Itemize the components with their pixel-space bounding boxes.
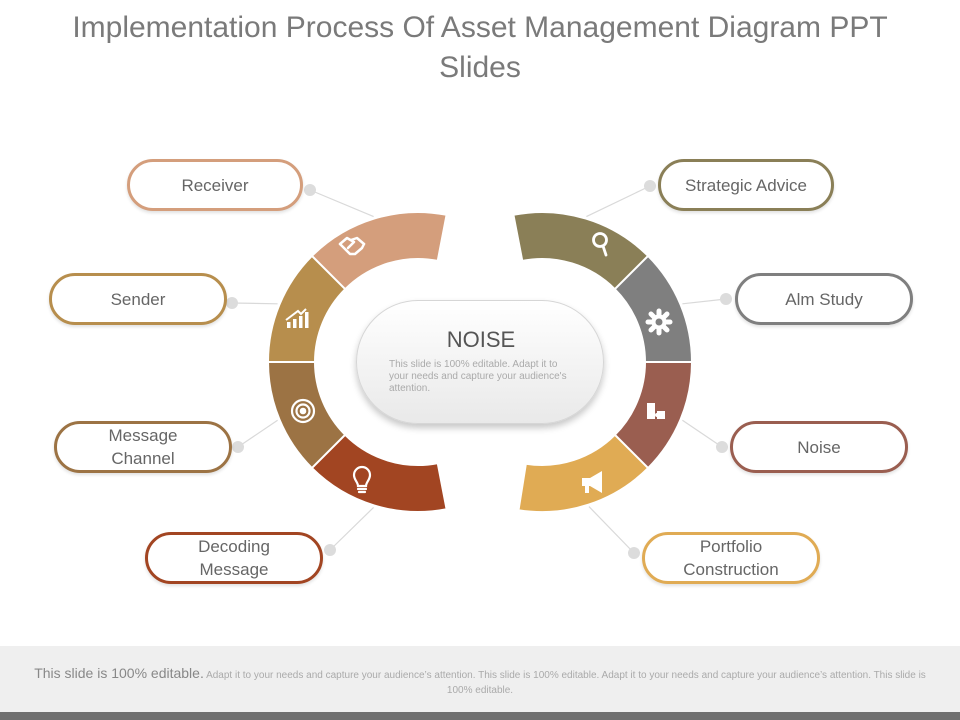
strategic-advice-connector-dot xyxy=(644,180,656,192)
strategic-advice-label: Strategic Advice xyxy=(658,159,834,211)
receiver-text: Receiver xyxy=(181,175,249,195)
alm-study-connector xyxy=(682,298,727,305)
decoding-message-connector-dot xyxy=(324,544,336,556)
center-noise-box: NOISE This slide is 100% editable. Adapt… xyxy=(356,300,604,424)
strategic-advice-text: Strategic Advice xyxy=(685,175,807,195)
noise-connector-dot xyxy=(716,441,728,453)
puzzle-icon xyxy=(647,403,665,419)
decoding-message-connector xyxy=(329,506,375,551)
message-channel-label: Message Channel xyxy=(54,421,232,473)
bottom-bar xyxy=(0,712,960,720)
segment-icons xyxy=(285,232,673,494)
target-icon xyxy=(290,398,316,424)
noise-connector xyxy=(682,419,723,448)
megaphone-icon xyxy=(582,471,602,493)
footer-text: This slide is 100% editable. Adapt it to… xyxy=(30,666,930,698)
sender-connector xyxy=(231,302,278,305)
message-channel-connector xyxy=(237,419,278,448)
handshake-icon xyxy=(338,236,366,256)
portfolio-construction-label: Portfolio Construction xyxy=(642,532,820,584)
portfolio-construction-text: Portfolio Construction xyxy=(683,537,779,579)
alm-study-connector-dot xyxy=(720,293,732,305)
gear-icon xyxy=(645,308,673,336)
alm-study-label: Alm Study xyxy=(735,273,913,325)
decoding-message-segment xyxy=(310,433,448,513)
center-description: This slide is 100% editable. Adapt it to… xyxy=(389,359,567,394)
center-title: NOISE xyxy=(446,327,516,352)
decoding-message-label: Decoding Message xyxy=(145,532,323,584)
portfolio-construction-connector-dot xyxy=(628,547,640,559)
portfolio-construction-connector xyxy=(588,506,635,554)
footer-band: This slide is 100% editable. Adapt it to… xyxy=(0,646,960,712)
lightbulb-icon xyxy=(352,465,372,494)
growth-chart-icon xyxy=(285,308,309,328)
receiver-connector-dot xyxy=(304,184,316,196)
slide-title: Implementation Process Of Asset Manageme… xyxy=(72,11,888,84)
message-channel-text: Message Channel xyxy=(108,426,178,468)
footer-lead: This slide is 100% editable. xyxy=(34,665,204,681)
sender-label: Sender xyxy=(49,273,227,325)
noise-text: Noise xyxy=(797,437,841,457)
footer-body: Adapt it to your needs and capture your … xyxy=(206,670,926,696)
strategic-advice-connector xyxy=(586,185,651,218)
noise-label: Noise xyxy=(730,421,908,473)
connectors xyxy=(226,180,732,559)
alm-study-text: Alm Study xyxy=(785,289,863,309)
receiver-connector xyxy=(309,189,374,218)
receiver-label: Receiver xyxy=(127,159,303,211)
sender-text: Sender xyxy=(110,289,166,309)
sender-connector-dot xyxy=(226,297,238,309)
ring-segments xyxy=(266,211,694,514)
portfolio-construction-segment xyxy=(517,433,650,514)
decoding-message-text: Decoding Message xyxy=(198,537,270,579)
magnifier-icon xyxy=(592,232,608,257)
message-channel-connector-dot xyxy=(232,441,244,453)
